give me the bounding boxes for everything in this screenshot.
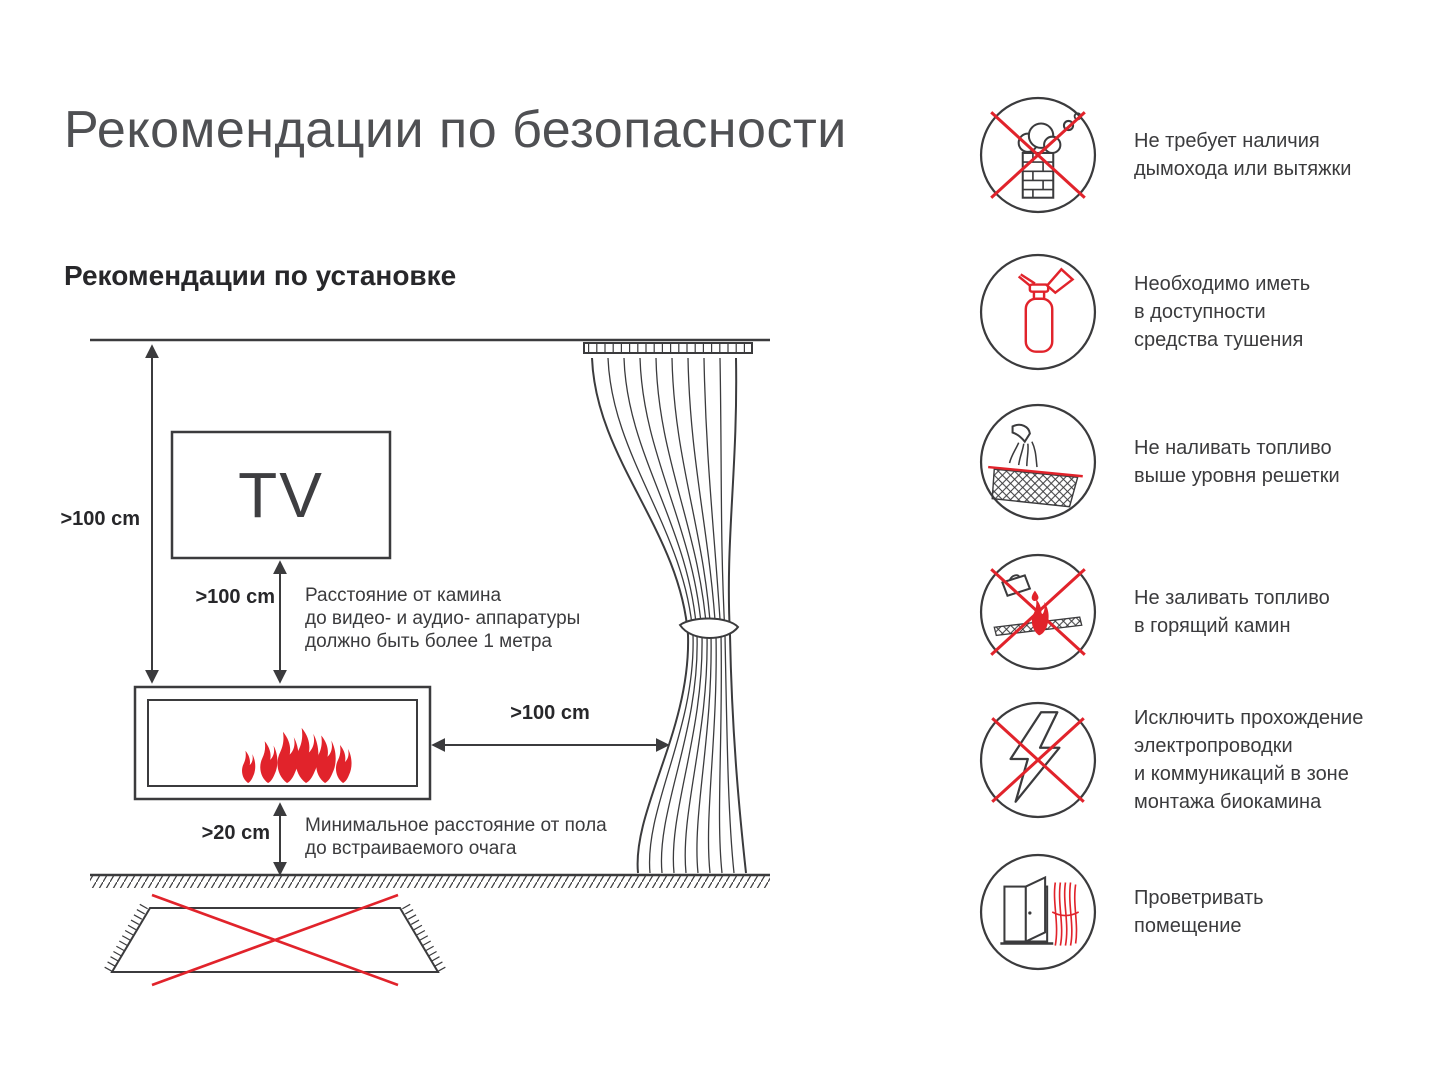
safety-item-text: Проветривать помещение [1134,887,1264,937]
curtain-tie [678,617,740,639]
no-chimney-icon [978,95,1098,215]
safety-item-no-refuel: Не заливать топливо в горящий камин [978,552,1433,672]
safety-item-fuel-level: Не наливать топливо выше уровня решетки [978,402,1433,522]
fire-extinguisher-icon [978,252,1098,372]
safety-list: Не требует наличия дымохода или вытяжки [978,95,1433,995]
section-subtitle: Рекомендации по установке [64,260,457,291]
no-wiring-icon [978,700,1098,820]
page-title: Рекомендации по безопасности [64,101,847,159]
no-refuel-burning-icon [978,552,1098,672]
dim-wall-label: >100 cm [60,508,140,530]
note-floor: Минимальное расстояние от пола до встраи… [305,815,607,859]
safety-item-extinguisher: Необходимо иметь в доступности средства … [978,252,1433,372]
carpet-cross [151,893,399,987]
installation-diagram-graphic [90,338,770,987]
installation-diagram: TV >100 cm >100 cm >100 cm >20 cm Рассто… [40,330,780,1000]
safety-item-text: Не требует наличия дымохода или вытяжки [1134,130,1352,180]
fireplace [133,685,432,801]
safety-item-text: Необходимо иметь в доступности средства … [1134,273,1311,351]
tv-label: TV [238,459,324,531]
safety-item-text: Не наливать топливо выше уровня решетки [1134,437,1340,487]
dim-tv-label: >100 cm [195,586,275,608]
safety-item-text: Не заливать топливо в горящий камин [1134,587,1330,637]
dim-floor-label: >20 cm [201,822,270,844]
curtain-rod [583,342,753,354]
note-equipment: Расстояние от камина до видео- и аудио- … [305,585,581,652]
ventilate-icon [978,852,1098,972]
safety-item-no-wiring: Исключить прохождение электропроводки и … [978,700,1433,820]
safety-item-no-chimney: Не требует наличия дымохода или вытяжки [978,95,1433,215]
floor-line [90,873,770,888]
curtain [591,357,747,874]
safety-item-text: Исключить прохождение электропроводки и … [1134,707,1364,813]
floor-hatch [90,876,770,888]
dim-curtain-label: >100 cm [510,702,590,724]
tv-box [170,430,392,560]
fuel-level-icon [978,402,1098,522]
safety-item-ventilate: Проветривать помещение [978,852,1433,972]
